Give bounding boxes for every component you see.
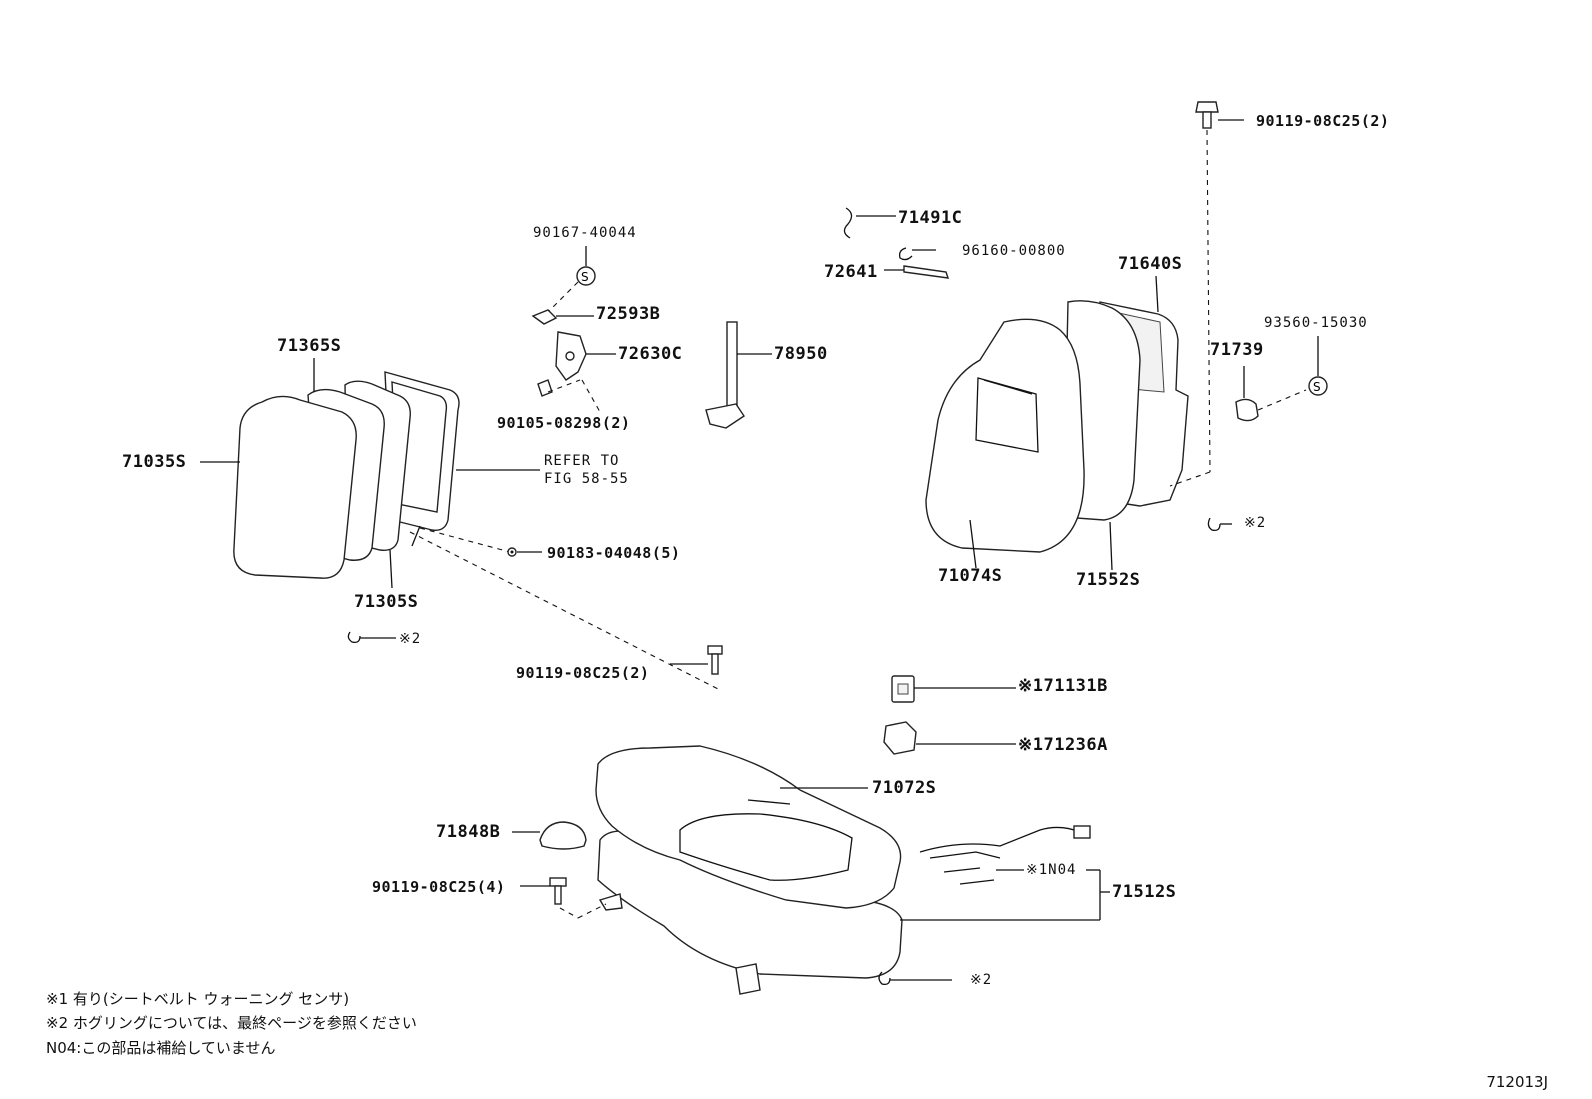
label-90119-mid: 90119-08C25(2): [516, 664, 650, 682]
label-71848b: 71848B: [436, 822, 501, 842]
bolt-icon: [670, 645, 723, 675]
label-93560: 93560-15030: [1264, 315, 1368, 331]
sensor-171236a: [883, 721, 917, 755]
label-1n04: ※1N04: [1026, 862, 1077, 878]
cushion-cover-71072s: [595, 745, 902, 909]
label-71305s: 71305S: [354, 592, 419, 612]
lock-72630c: [555, 331, 587, 381]
label-71074s: 71074S: [938, 566, 1003, 586]
figure-id: 712013J: [1486, 1073, 1548, 1091]
knob-71848b: [539, 821, 587, 850]
strap-78950: [705, 321, 745, 429]
screw-s-icon: S: [576, 266, 596, 286]
label-90183: 90183-04048(5): [547, 544, 681, 562]
hog-ring-icon: [347, 631, 396, 644]
label-171236a: ※171236A: [1018, 735, 1108, 755]
label-refer-to: REFER TO: [544, 453, 620, 469]
sensor-171131b: [891, 675, 915, 703]
label-71035s: 71035S: [122, 452, 187, 472]
label-71739: 71739: [1210, 340, 1264, 360]
label-note2-left: ※2: [399, 631, 422, 647]
label-72593b: 72593B: [596, 304, 661, 324]
label-96160: 96160-00800: [962, 243, 1066, 259]
clip-96160: [898, 247, 913, 261]
knob-72593b: [531, 309, 558, 325]
label-78950: 78950: [774, 344, 828, 364]
seatback-cover-71074s: [925, 318, 1085, 553]
cap-71739: [1235, 398, 1259, 422]
clip-icon: [507, 547, 542, 557]
label-90105: 90105-08298(2): [497, 414, 631, 432]
label-71512s: 71512S: [1112, 882, 1177, 902]
hog-ring-icon: [878, 971, 952, 986]
label-90119-low: 90119-08C25(4): [372, 878, 506, 896]
footnote-1: ※1 有り(シートベルト ウォーニング センサ): [46, 990, 350, 1008]
label-90119-top: 90119-08C25(2): [1256, 112, 1390, 130]
hog-ring-icon: [1207, 517, 1232, 532]
label-note2-bottom: ※2: [970, 972, 993, 988]
label-72630c: 72630C: [618, 344, 683, 364]
screw-s-icon: S: [1308, 376, 1328, 396]
footnote-3: N04:この部品は補給していません: [46, 1039, 276, 1057]
label-71365s: 71365S: [277, 336, 342, 356]
bolt-90105: [537, 379, 553, 397]
harness-1n04: [919, 825, 1091, 885]
label-71552s: 71552S: [1076, 570, 1141, 590]
label-90167: 90167-40044: [533, 225, 637, 241]
label-refer-fig: FIG 58-55: [544, 471, 629, 487]
bolt-icon: [1195, 101, 1219, 129]
label-72641: 72641: [824, 262, 878, 282]
pin-72641: [903, 265, 950, 279]
svg-text:S: S: [581, 270, 589, 284]
label-71072s: 71072S: [872, 778, 937, 798]
bolt-icon: [549, 877, 567, 905]
footnote-2: ※2 ホグリングについては、最終ページを参照ください: [46, 1014, 417, 1032]
label-71640s: 71640S: [1118, 254, 1183, 274]
spring-71491c: [843, 207, 853, 239]
label-note2-right: ※2: [1244, 515, 1267, 531]
svg-text:S: S: [1313, 380, 1321, 394]
headrest-cover-71035s: [233, 395, 357, 579]
label-71491c: 71491C: [898, 208, 963, 228]
label-171131b: ※171131B: [1018, 676, 1108, 696]
